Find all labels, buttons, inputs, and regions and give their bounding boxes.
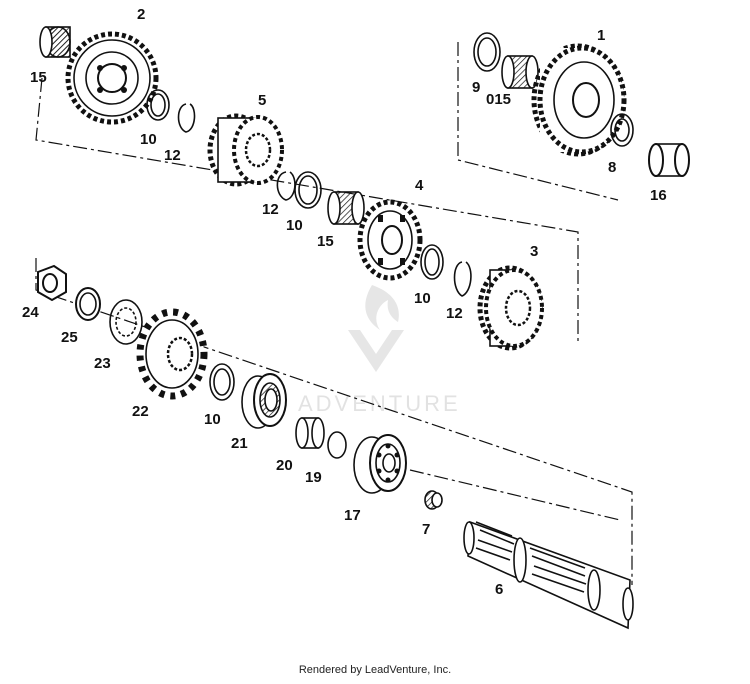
label-2: 2 bbox=[137, 6, 145, 23]
spacer-25 bbox=[75, 287, 101, 321]
circlip-12-top bbox=[177, 103, 196, 133]
gear-1 bbox=[531, 43, 627, 157]
gear-4 bbox=[357, 199, 423, 281]
oil-seal-21 bbox=[241, 373, 287, 429]
label-19: 19 bbox=[305, 469, 322, 486]
sprocket-22 bbox=[136, 308, 208, 400]
label-6: 6 bbox=[495, 581, 503, 598]
assembly-axis-lines bbox=[35, 42, 633, 585]
label-21: 21 bbox=[231, 435, 248, 452]
watermark: ADVENTURE bbox=[298, 285, 461, 416]
label-10-middle: 10 bbox=[286, 217, 303, 234]
label-15-top: 15 bbox=[30, 69, 47, 86]
label-16: 16 bbox=[650, 187, 667, 204]
needle-bearing-15-middle bbox=[327, 191, 365, 225]
label-25: 25 bbox=[61, 329, 78, 346]
needle-bearing-015 bbox=[501, 55, 539, 89]
label-12-middle: 12 bbox=[262, 201, 279, 218]
label-1: 1 bbox=[597, 27, 605, 44]
washer-10-right bbox=[420, 244, 444, 280]
part-labels: 15 2 10 12 5 12 10 15 4 10 12 3 9 015 1 … bbox=[22, 6, 667, 598]
label-015: 015 bbox=[486, 91, 511, 108]
gear-2 bbox=[65, 31, 159, 125]
label-4: 4 bbox=[415, 177, 424, 194]
label-15-middle: 15 bbox=[317, 233, 334, 250]
o-ring-19 bbox=[327, 431, 347, 459]
countershaft-6 bbox=[463, 520, 634, 630]
lock-washer-23 bbox=[109, 299, 143, 345]
label-23: 23 bbox=[94, 355, 111, 372]
washer-10-middle bbox=[294, 171, 322, 209]
label-8: 8 bbox=[608, 159, 616, 176]
label-12-top: 12 bbox=[164, 147, 181, 164]
gear-5 bbox=[207, 113, 284, 187]
label-20: 20 bbox=[276, 457, 293, 474]
bushing-16 bbox=[648, 143, 690, 177]
nut-24 bbox=[37, 264, 67, 302]
label-10-right: 10 bbox=[414, 290, 431, 307]
label-5: 5 bbox=[258, 92, 266, 109]
seal-7 bbox=[424, 490, 443, 510]
label-3: 3 bbox=[530, 243, 538, 260]
label-22: 22 bbox=[132, 403, 149, 420]
ball-bearing-17 bbox=[353, 434, 407, 494]
label-12-right: 12 bbox=[446, 305, 463, 322]
label-9: 9 bbox=[472, 79, 480, 96]
label-7: 7 bbox=[422, 521, 430, 538]
collar-20 bbox=[295, 417, 325, 449]
label-24: 24 bbox=[22, 304, 39, 321]
footer-credit: Rendered by LeadVenture, Inc. bbox=[298, 664, 452, 676]
thrust-washer-9 bbox=[473, 32, 501, 72]
circlip-12-right bbox=[453, 261, 472, 297]
label-17: 17 bbox=[344, 507, 361, 524]
washer-8 bbox=[610, 113, 634, 147]
washer-10-top bbox=[146, 89, 170, 121]
label-10-lower: 10 bbox=[204, 411, 221, 428]
circlip-12-middle bbox=[276, 171, 296, 201]
gear-3 bbox=[477, 265, 544, 351]
washer-10-lower bbox=[209, 363, 235, 401]
needle-bearing-15-top bbox=[39, 26, 71, 58]
watermark-text: ADVENTURE bbox=[298, 391, 461, 416]
label-10-top: 10 bbox=[140, 131, 157, 148]
